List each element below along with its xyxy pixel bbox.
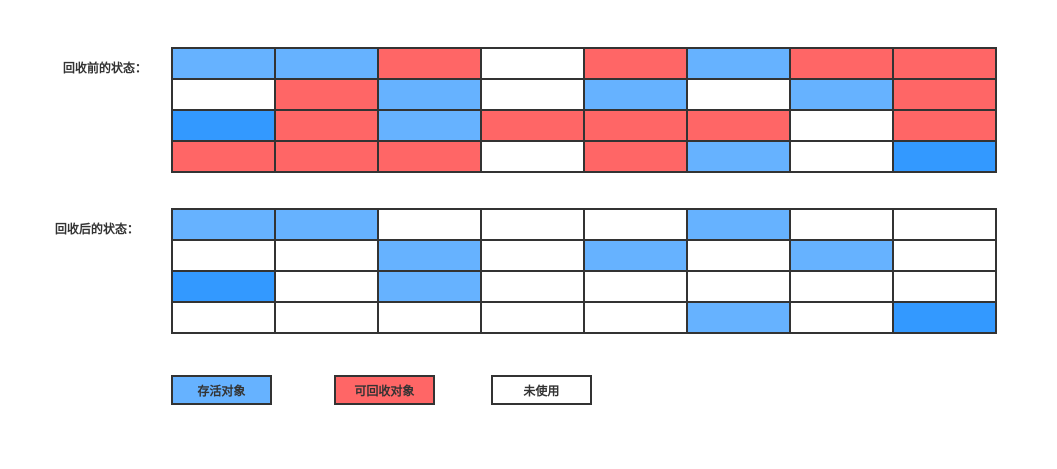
memory-cell	[482, 210, 585, 241]
memory-cell	[276, 49, 379, 80]
legend-unused-label: 未使用	[523, 383, 560, 398]
memory-cell	[482, 272, 585, 303]
memory-cell	[688, 241, 791, 272]
memory-cell	[276, 303, 379, 334]
memory-cell	[276, 272, 379, 303]
memory-cell	[791, 111, 894, 142]
memory-cell	[379, 272, 482, 303]
memory-cell	[688, 272, 791, 303]
memory-cell	[791, 241, 894, 272]
memory-cell	[585, 49, 688, 80]
legend-alive-label: 存活对象	[197, 383, 246, 398]
before-label: 回收前的状态：	[63, 61, 148, 75]
memory-cell	[791, 80, 894, 111]
memory-cell	[585, 210, 688, 241]
memory-cell	[482, 49, 585, 80]
memory-cell	[894, 111, 997, 142]
memory-cell	[379, 142, 482, 173]
memory-cell	[276, 241, 379, 272]
memory-cell	[173, 241, 276, 272]
memory-cell	[894, 49, 997, 80]
legend-collectable-label: 可回收对象	[354, 383, 415, 398]
memory-cell	[482, 241, 585, 272]
memory-cell	[688, 49, 791, 80]
memory-cell	[379, 241, 482, 272]
memory-cell	[585, 80, 688, 111]
memory-cell	[585, 272, 688, 303]
memory-cell	[482, 111, 585, 142]
memory-cell	[791, 49, 894, 80]
memory-cell	[894, 303, 997, 334]
memory-cell	[173, 80, 276, 111]
memory-cell	[482, 142, 585, 173]
memory-cell	[276, 80, 379, 111]
memory-grid-after	[171, 208, 997, 334]
memory-grid-before	[171, 47, 997, 173]
memory-cell	[379, 303, 482, 334]
legend-unused: 未使用	[491, 375, 592, 405]
memory-cell	[894, 142, 997, 173]
memory-cell	[894, 241, 997, 272]
memory-cell	[173, 49, 276, 80]
memory-cell	[894, 272, 997, 303]
memory-cell	[379, 80, 482, 111]
memory-cell	[482, 303, 585, 334]
memory-cell	[173, 303, 276, 334]
memory-cell	[585, 241, 688, 272]
memory-cell	[585, 142, 688, 173]
memory-cell	[276, 111, 379, 142]
memory-cell	[173, 210, 276, 241]
memory-cell	[482, 80, 585, 111]
memory-cell	[585, 303, 688, 334]
memory-cell	[688, 80, 791, 111]
legend-alive-object: 存活对象	[171, 375, 272, 405]
memory-cell	[688, 210, 791, 241]
memory-cell	[688, 303, 791, 334]
after-label: 回收后的状态：	[55, 222, 140, 236]
memory-cell	[688, 142, 791, 173]
memory-cell	[585, 111, 688, 142]
memory-cell	[173, 142, 276, 173]
memory-cell	[276, 142, 379, 173]
memory-cell	[173, 111, 276, 142]
memory-cell	[894, 210, 997, 241]
memory-cell	[791, 142, 894, 173]
memory-cell	[791, 272, 894, 303]
memory-cell	[791, 303, 894, 334]
memory-cell	[791, 210, 894, 241]
memory-cell	[894, 80, 997, 111]
memory-cell	[173, 272, 276, 303]
memory-cell	[276, 210, 379, 241]
legend-collectable-object: 可回收对象	[334, 375, 435, 405]
memory-cell	[379, 49, 482, 80]
memory-cell	[379, 111, 482, 142]
memory-cell	[379, 210, 482, 241]
memory-cell	[688, 111, 791, 142]
